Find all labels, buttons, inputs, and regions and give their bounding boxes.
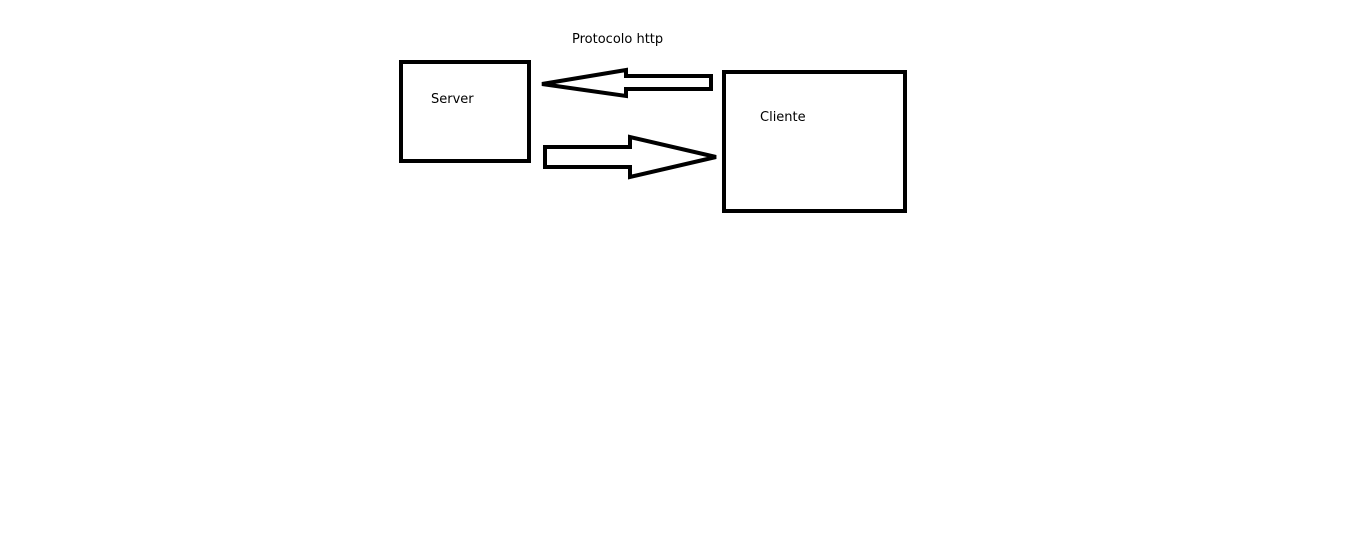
client-label: Cliente xyxy=(760,110,806,125)
arrow-client-to-server xyxy=(541,67,713,99)
diagram-title: Protocolo http xyxy=(572,32,664,47)
server-label: Server xyxy=(431,92,474,107)
server-box xyxy=(399,60,531,163)
client-box xyxy=(722,70,907,213)
arrow-server-to-client xyxy=(543,134,717,180)
